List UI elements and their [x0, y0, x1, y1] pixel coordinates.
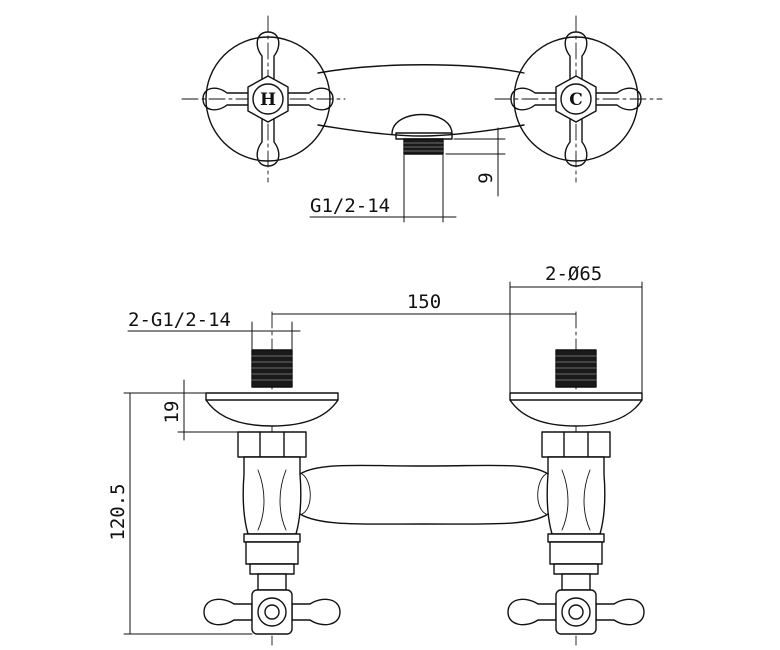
outlet-thread [403, 138, 444, 155]
flange-diameter-label: 2-Ø65 [545, 263, 602, 285]
right-hex-nut [541, 431, 611, 458]
left-hex-nut [237, 431, 307, 458]
hot-escutcheon [205, 36, 331, 162]
outlet-thread-label: G1/2-14 [310, 195, 390, 217]
right-valve-body [546, 456, 606, 535]
hot-handle-label: H [260, 90, 276, 110]
right-flange [509, 392, 643, 427]
front-view: 2-G1/2-14 150 2-Ø65 19 [107, 263, 645, 646]
overall-height-label: 120.5 [107, 483, 129, 540]
cold-cross-handle: C [510, 31, 642, 167]
top-body-upper-edge [317, 64, 525, 74]
inlet-thread-dimension [127, 321, 301, 351]
top-body-inner-arc [391, 113, 453, 135]
left-flange [205, 392, 339, 427]
right-bottom-handle [507, 589, 645, 635]
cold-handle-label: C [569, 90, 583, 110]
outlet-height-label: 9 [475, 172, 497, 183]
left-bottom-handle [203, 589, 341, 635]
left-lower-rings [243, 533, 301, 591]
front-body-bar [299, 464, 549, 525]
overall-height-dimension [123, 392, 253, 635]
left-valve-body [242, 456, 302, 535]
outlet-height-dimension [445, 127, 506, 197]
front-view-centerlines [271, 311, 577, 646]
inlet-thread-label: 2-G1/2-14 [128, 309, 231, 331]
hot-cross-handle: H [202, 31, 334, 167]
flange-height-label: 19 [161, 401, 183, 424]
center-distance-label: 150 [407, 291, 441, 313]
left-inlet-thread [251, 349, 293, 388]
flange-diameter-dimension [509, 281, 643, 394]
outlet-thread-dimension [309, 154, 457, 223]
right-lower-rings [547, 533, 605, 591]
right-inlet-thread [555, 349, 597, 388]
top-view: H C G1/2-14 [181, 15, 663, 223]
top-body-lower-edge [317, 124, 525, 137]
cold-escutcheon [513, 36, 639, 162]
